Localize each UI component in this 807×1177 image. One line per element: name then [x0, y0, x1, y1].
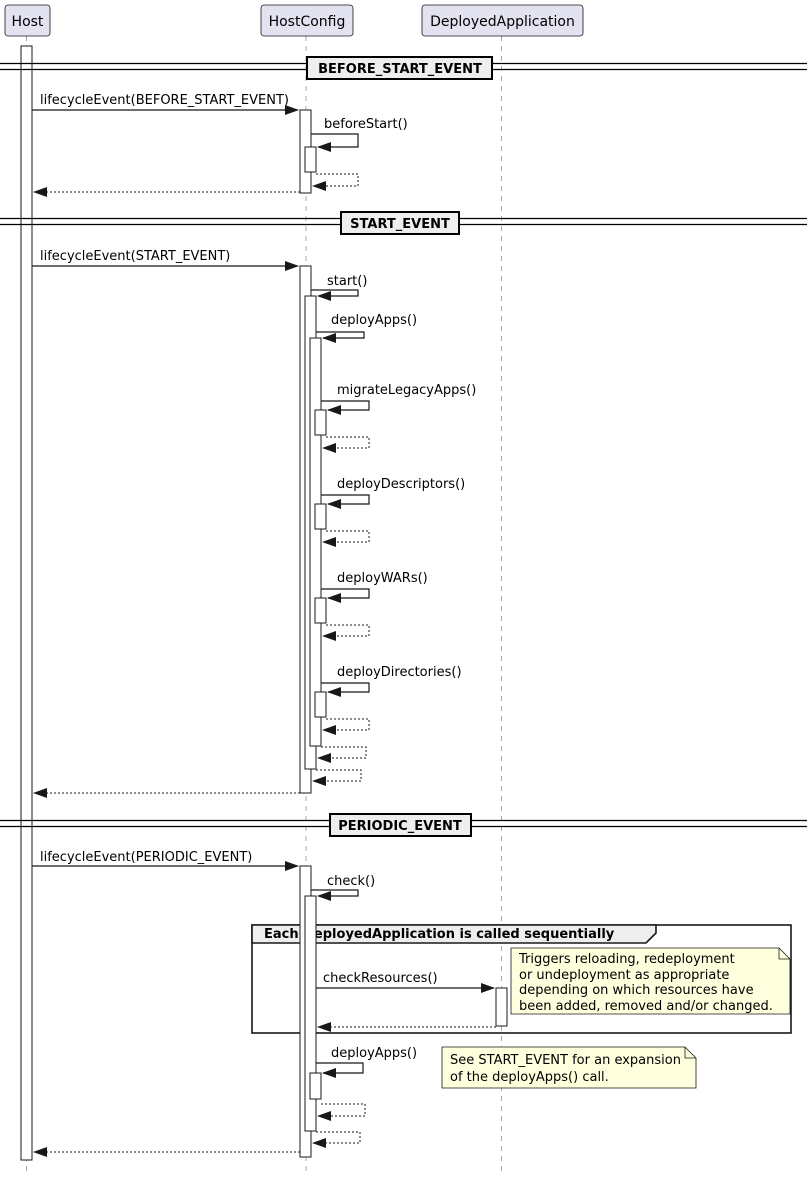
hostconfig-activation-deploydescriptors — [314, 503, 327, 530]
message-label: deployApps() — [331, 1046, 417, 1061]
message-label: check() — [327, 874, 375, 889]
note-line: Triggers reloading, redeployment — [518, 952, 735, 967]
participant-box — [260, 4, 354, 37]
note-body — [510, 947, 791, 1015]
divider-label: START_EVENT — [350, 217, 450, 232]
message-deployapps-2: deployApps() — [316, 1046, 417, 1121]
message-deploydirectories: deployDirectories() — [321, 665, 462, 735]
participant-box — [4, 4, 51, 37]
group-header — [251, 924, 657, 944]
note-fold-corner — [684, 1047, 696, 1059]
group-each-deployedapplication: Each DeployedApplication is called seque… — [251, 924, 792, 1034]
message-migratelegacyapps: migrateLegacyApps() — [321, 383, 476, 453]
return-check — [312, 1131, 361, 1148]
note-line: depending on which resources have — [519, 983, 754, 998]
self-call-arrow — [311, 889, 359, 901]
self-call-arrow — [321, 400, 370, 415]
message-checkresources: checkResources() — [316, 971, 496, 1032]
deployedapplication-activation-checkresources — [495, 987, 508, 1027]
message-label: start() — [327, 274, 367, 289]
self-return-arrow — [317, 1103, 366, 1121]
message-start: start() — [311, 274, 367, 301]
divider-box — [340, 211, 460, 235]
note-deployapps: See START_EVENT for an expansion of the … — [441, 1046, 697, 1089]
self-return-arrow — [322, 718, 370, 735]
note-line: been added, removed and/or changed. — [519, 999, 773, 1014]
message-deployapps: deployApps() — [316, 313, 417, 343]
message-label: migrateLegacyApps() — [337, 383, 476, 398]
return-start — [312, 769, 362, 786]
hostconfig-activation-deployapps-call — [309, 337, 322, 747]
note-body — [441, 1046, 697, 1089]
participant-hostconfig: HostConfig — [260, 4, 354, 37]
divider-label: PERIODIC_EVENT — [338, 819, 462, 834]
message-deploydescriptors: deployDescriptors() — [321, 477, 465, 547]
message-beforestart: beforeStart() — [311, 117, 408, 191]
group-label: Each DeployedApplication is called seque… — [264, 927, 615, 942]
self-return-arrow — [312, 173, 359, 191]
activation-bars — [20, 45, 508, 1161]
message-label: deployApps() — [331, 313, 417, 328]
divider-periodic-event: PERIODIC_EVENT — [0, 813, 807, 837]
host-activation-bar — [20, 45, 33, 1161]
self-call-arrow — [321, 588, 370, 603]
self-return-arrow — [322, 436, 370, 453]
message-deploywars: deployWARs() — [321, 571, 428, 641]
self-call-arrow — [311, 289, 359, 301]
note-line: or undeployment as appropriate — [519, 968, 729, 983]
note-line: See START_EVENT for an expansion — [450, 1053, 681, 1068]
hostconfig-activation-beforestart-call — [304, 146, 317, 173]
participant-deployedapplication: DeployedApplication — [421, 4, 584, 37]
self-return-arrow — [322, 624, 370, 641]
hostconfig-activation-deployapps2-call — [309, 1072, 322, 1100]
message-label: checkResources() — [323, 971, 438, 986]
self-return-arrow — [322, 530, 370, 547]
self-call-arrow — [316, 1062, 364, 1078]
hostconfig-activation-deploydirectories — [314, 691, 327, 718]
self-call-arrow — [316, 331, 365, 343]
participant-label: DeployedApplication — [430, 14, 575, 30]
note-checkresources: Triggers reloading, redeployment or unde… — [510, 947, 791, 1015]
message-label: lifecycleEvent(START_EVENT) — [40, 249, 230, 264]
self-call-arrow — [321, 494, 370, 509]
self-call-arrow — [311, 133, 359, 152]
message-lifecycle-periodic: lifecycleEvent(PERIODIC_EVENT) — [32, 850, 299, 871]
message-label: lifecycleEvent(PERIODIC_EVENT) — [40, 850, 252, 865]
hostconfig-activation-deploywars — [314, 597, 327, 624]
lifelines — [26, 36, 502, 1172]
divider-box — [329, 813, 472, 837]
message-label: beforeStart() — [324, 117, 408, 132]
participant-label: Host — [12, 14, 44, 30]
participant-label: HostConfig — [269, 14, 346, 30]
message-check: check() — [311, 874, 375, 901]
message-label: deployDirectories() — [337, 665, 462, 680]
note-line: of the deployApps() call. — [450, 1070, 609, 1085]
message-lifecycle-start: lifecycleEvent(START_EVENT) — [32, 249, 299, 271]
divider-label: BEFORE_START_EVENT — [318, 62, 482, 77]
hostconfig-activation-check-call — [304, 895, 317, 1132]
divider-box — [306, 56, 493, 80]
note-fold-corner — [778, 948, 790, 960]
divider-before-start-event: BEFORE_START_EVENT — [0, 56, 807, 80]
message-label: deployWARs() — [337, 571, 428, 586]
self-call-arrow — [321, 682, 370, 697]
hostconfig-activation-migratelegacyapps — [314, 409, 327, 436]
message-label: deployDescriptors() — [337, 477, 465, 492]
participant-host: Host — [4, 4, 51, 37]
message-lifecycle-before-start: lifecycleEvent(BEFORE_START_EVENT) — [32, 93, 299, 115]
participant-box — [421, 4, 584, 37]
message-label: lifecycleEvent(BEFORE_START_EVENT) — [40, 93, 289, 108]
divider-start-event: START_EVENT — [0, 211, 807, 235]
return-deployapps — [317, 746, 367, 763]
